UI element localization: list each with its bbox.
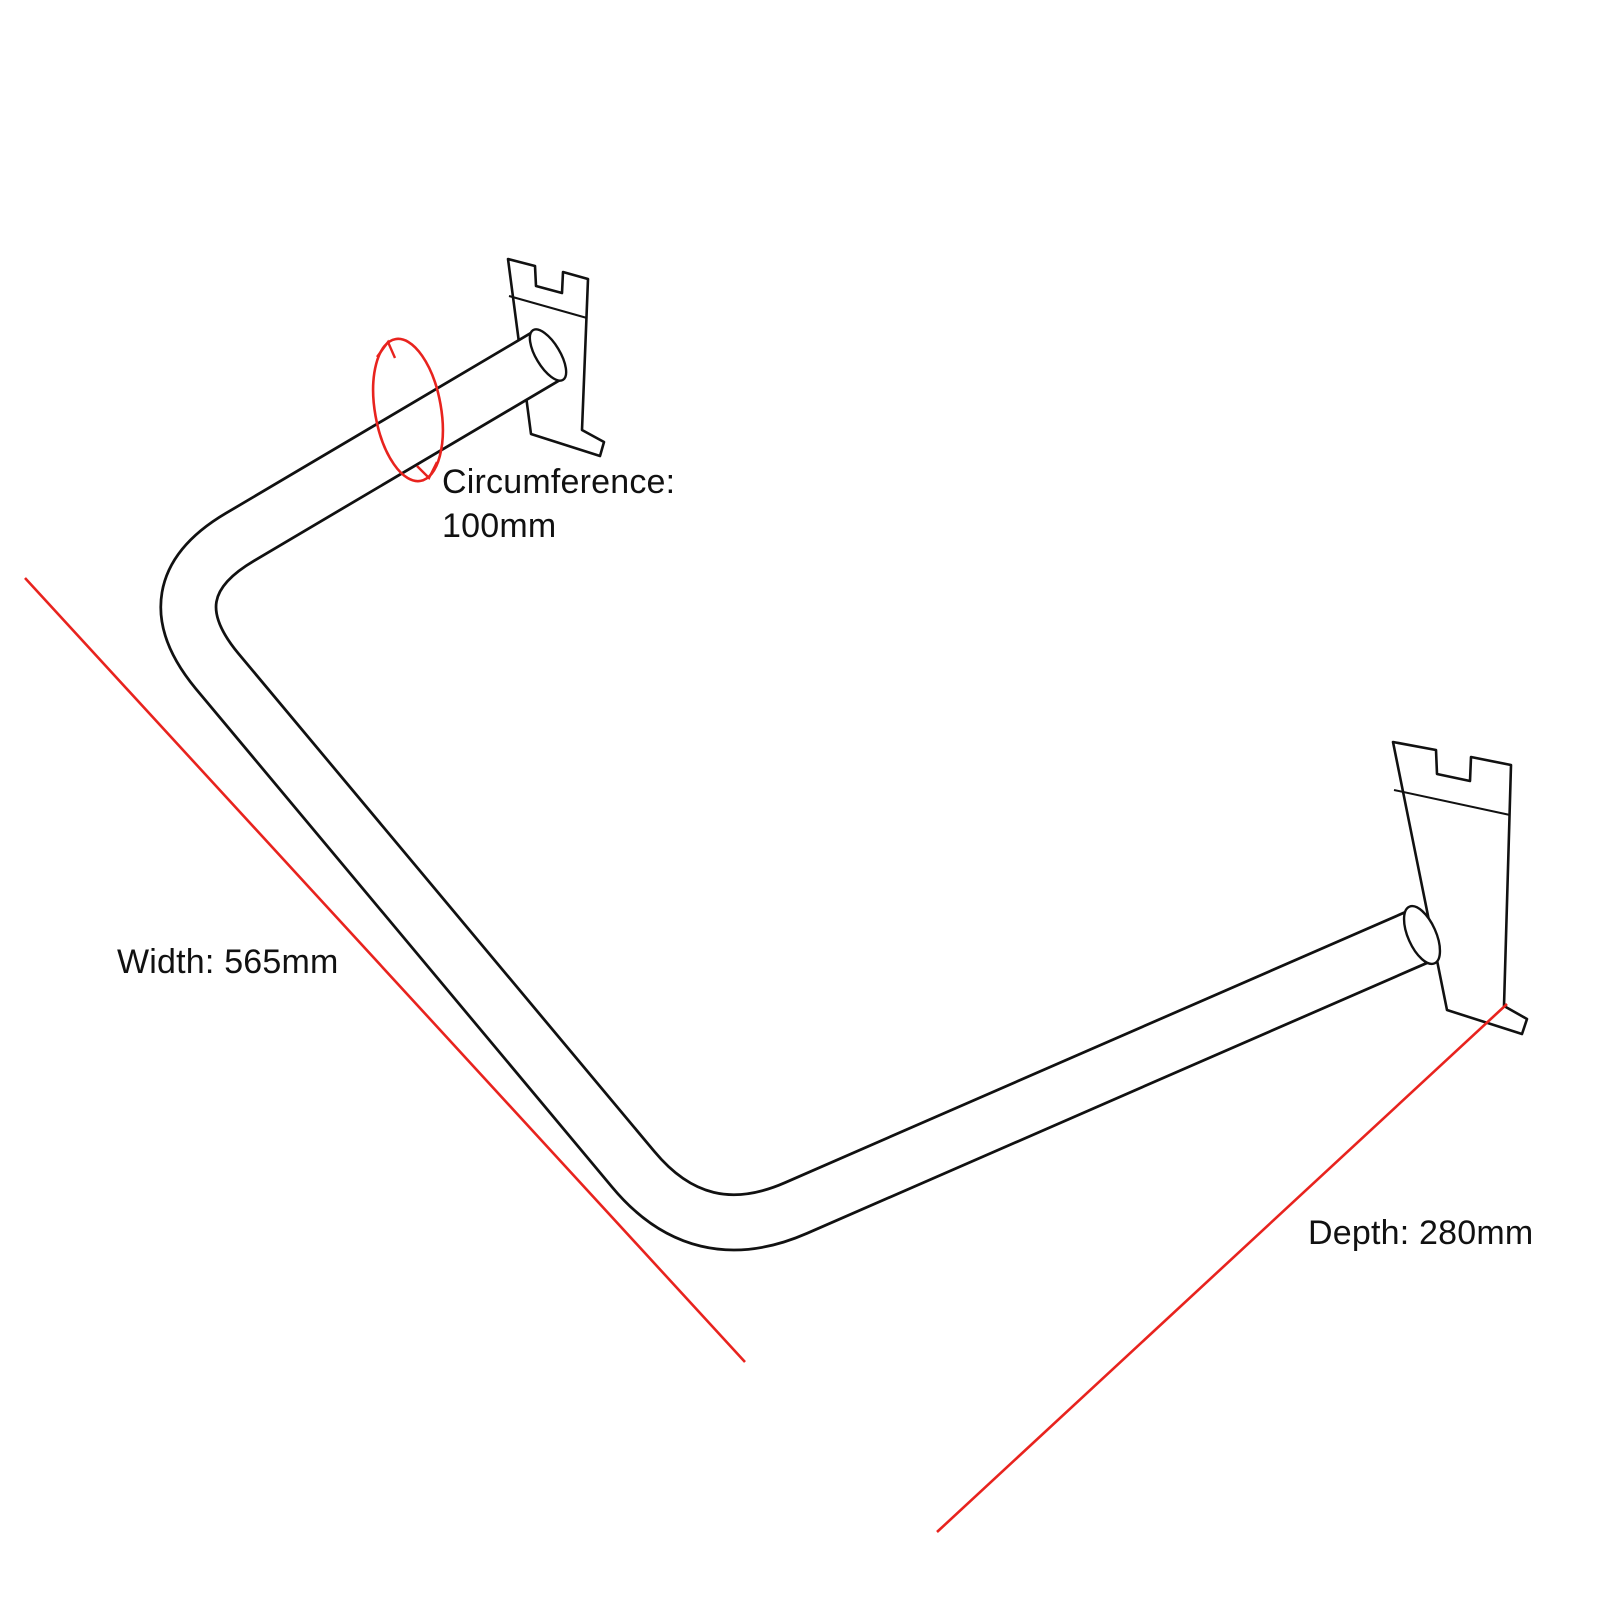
circumference-arrow-bottom: [416, 461, 439, 481]
top-bracket-slot-line: [508, 295, 588, 319]
right-bracket-plate: [1391, 740, 1529, 1036]
circumference-marker: [371, 337, 445, 483]
right-tube-end-cap: [1402, 904, 1442, 966]
right-bracket-slot-line: [1393, 789, 1511, 816]
rail-tube-fill: [162, 332, 1433, 1249]
circumference-label-line2: 100mm: [442, 506, 557, 545]
width-dimension-line: [24, 577, 746, 1363]
width-label: Width: 565mm: [117, 943, 339, 981]
circumference-arrow-top: [376, 339, 397, 359]
circumference-label-line1: Circumference:: [442, 463, 676, 501]
depth-dimension-line: [936, 1003, 1508, 1533]
circumference-label: Circumference: 100mm: [442, 461, 675, 548]
depth-label: Depth: 280mm: [1308, 1214, 1534, 1252]
rail-tube: [159, 330, 1434, 1252]
circumference-ellipse: [371, 337, 445, 483]
top-tube-end-cap: [528, 328, 568, 382]
right-bracket: [1391, 740, 1529, 1036]
